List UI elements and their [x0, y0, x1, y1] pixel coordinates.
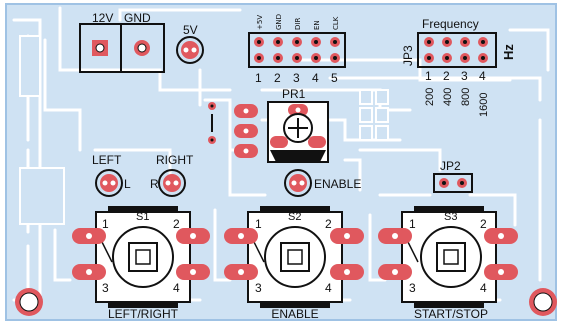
jp3-label: JP3 [401, 45, 415, 66]
pin-label-gnd: GND [275, 14, 283, 30]
s3-pin-4: 4 [480, 281, 487, 295]
right-label: RIGHT [156, 153, 194, 167]
mounting-hole-right [529, 288, 557, 316]
jp2-label: JP2 [440, 159, 461, 173]
enable-led-label: ENABLE [314, 177, 361, 191]
pin-label-clk: CLK [332, 16, 340, 30]
freq-num-4: 4 [479, 69, 486, 83]
pin-label-dir: DIR [294, 18, 302, 30]
s3-label: START/STOP [414, 307, 488, 321]
frequency-title: Frequency [422, 17, 479, 31]
pin-label-5v: +5V [256, 15, 264, 30]
led-left-right: LEFT RIGHT L R [92, 153, 194, 197]
mounting-hole-left [15, 288, 43, 316]
frequency-jumper-block: Frequency JP3 Hz 1 2 3 4 200 400 800 160… [401, 17, 516, 117]
s3-ref: S3 [444, 211, 457, 223]
copper-pour-islands [19, 35, 389, 225]
label-5v: 5V [183, 23, 198, 37]
freq-value-1600: 1600 [478, 93, 490, 117]
header-num-1: 1 [255, 71, 262, 85]
freq-value-800: 800 [460, 88, 472, 106]
s1-ref: S1 [136, 211, 149, 223]
s2-pin-2: 2 [325, 217, 332, 231]
switch-s2: S2 1 2 3 4 ENABLE [224, 206, 364, 321]
label-gnd: GND [124, 11, 151, 25]
header-num-2: 2 [274, 71, 281, 85]
pad-column [234, 104, 258, 158]
jumper-jp2: JP2 [433, 159, 473, 193]
s1-label: LEFT/RIGHT [108, 307, 179, 321]
freq-num-3: 3 [461, 69, 468, 83]
header-num-5: 5 [331, 71, 338, 85]
freq-num-1: 1 [425, 69, 432, 83]
s2-label: ENABLE [271, 307, 318, 321]
s1-pin-1: 1 [102, 217, 109, 231]
s1-pin-3: 3 [102, 281, 109, 295]
s2-pin-3: 3 [255, 281, 262, 295]
s2-pin-1: 1 [255, 217, 262, 231]
s3-pin-3: 3 [409, 281, 416, 295]
s3-pin-2: 2 [480, 217, 487, 231]
led-enable: ENABLE [284, 169, 361, 197]
right-mark: R [150, 177, 159, 191]
label-12v: 12V [92, 11, 113, 25]
header-num-3: 3 [293, 71, 300, 85]
freq-value-200: 200 [424, 88, 436, 106]
resistor-footprint [208, 102, 216, 144]
switch-s1: S1 1 2 3 4 LEFT/RIGHT [72, 206, 210, 321]
s1-pin-4: 4 [173, 281, 180, 295]
freq-num-2: 2 [443, 69, 450, 83]
left-mark: L [124, 177, 131, 191]
control-header: +5V GND DIR EN CLK 1 2 3 4 5 [248, 14, 346, 85]
freq-value-400: 400 [442, 88, 454, 106]
left-label: LEFT [92, 153, 122, 167]
s1-pin-2: 2 [173, 217, 180, 231]
pin-label-en: EN [313, 20, 321, 30]
power-terminal-block: 12V GND [79, 11, 165, 73]
led-5v: 5V [176, 23, 204, 64]
hz-label: Hz [501, 44, 516, 60]
switch-s3: S3 1 2 3 4 START/STOP [378, 206, 518, 321]
s2-ref: S2 [288, 211, 301, 223]
header-num-4: 4 [312, 71, 319, 85]
pr1-label: PR1 [282, 87, 306, 101]
potentiometer-pr1: PR1 [267, 87, 329, 163]
s3-pin-1: 1 [409, 217, 416, 231]
s2-pin-4: 4 [325, 281, 332, 295]
